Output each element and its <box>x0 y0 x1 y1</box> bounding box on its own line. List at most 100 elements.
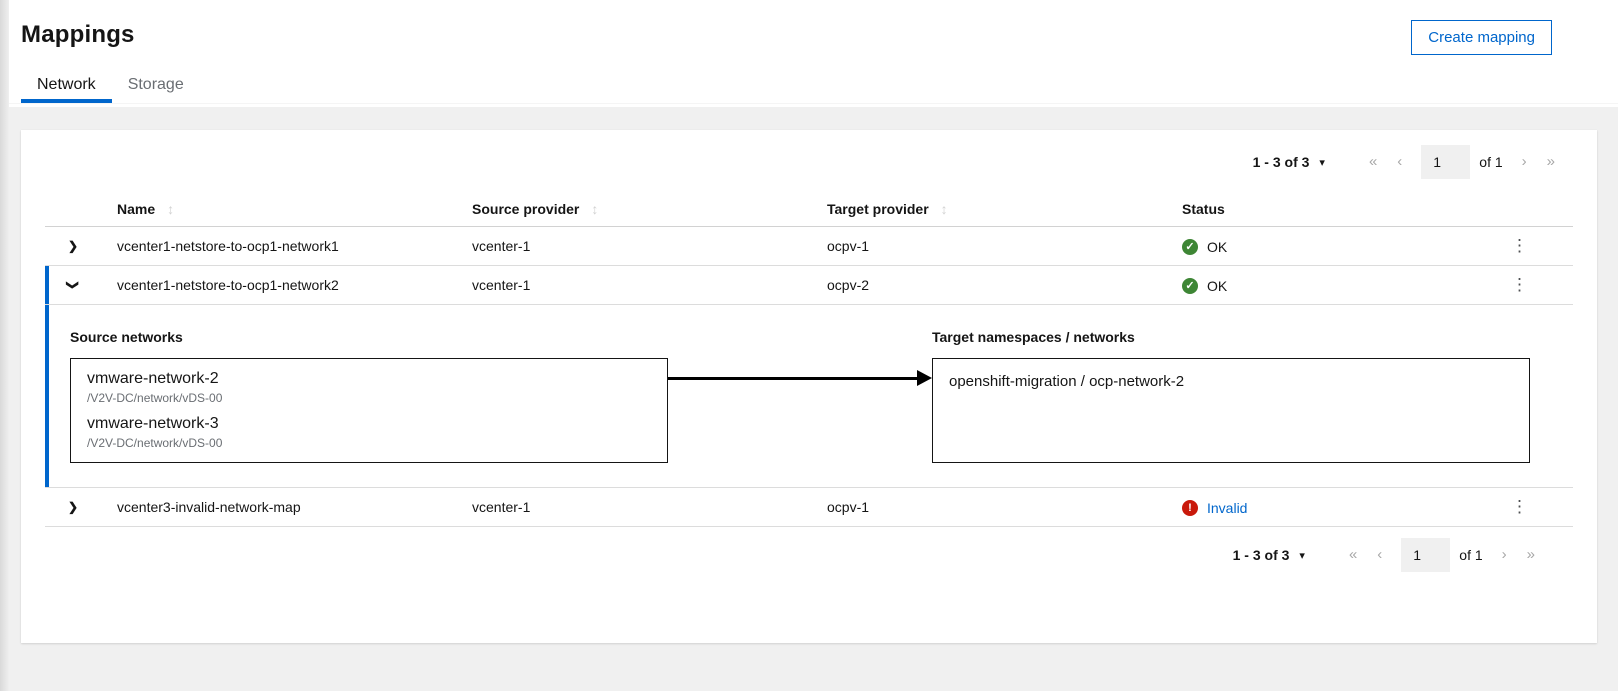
kebab-icon: ⋮ <box>1511 236 1528 255</box>
source-networks-box: vmware-network-2 /V2V-DC/network/vDS-00 … <box>70 358 668 463</box>
current-page-input[interactable] <box>1421 145 1471 179</box>
row-kebab-menu-button[interactable]: ⋮ <box>1501 496 1538 518</box>
current-page-input[interactable] <box>1401 538 1451 572</box>
column-header-name[interactable]: Name↕ <box>101 191 456 227</box>
check-circle-icon: ✓ <box>1182 278 1198 295</box>
source-network-item: vmware-network-2 /V2V-DC/network/vDS-00 <box>87 369 651 405</box>
create-mapping-button[interactable]: Create mapping <box>1411 20 1552 55</box>
table-header-row: Name↕ Source provider↕ Target provider↕ … <box>45 191 1573 227</box>
angle-right-icon: › <box>1521 153 1527 170</box>
angle-right-icon: › <box>1501 546 1507 563</box>
bottom-toolbar: 1 - 3 of 3 ▾ « ‹ of 1 › » <box>21 527 1597 572</box>
angle-double-left-icon: « <box>1368 153 1378 170</box>
page-total-label: of 1 <box>1459 547 1483 563</box>
source-network-item: vmware-network-3 /V2V-DC/network/vDS-00 <box>87 414 651 450</box>
pagination-range-menu[interactable]: 1 - 3 of 3 ▾ <box>1225 541 1313 569</box>
target-networks-box: openshift-migration / ocp-network-2 <box>932 358 1530 463</box>
target-network-value: openshift-migration / ocp-network-2 <box>949 373 1185 390</box>
pagination-range-menu[interactable]: 1 - 3 of 3 ▾ <box>1245 148 1333 176</box>
row-kebab-menu-button[interactable]: ⋮ <box>1501 274 1538 296</box>
tab-bar: Network Storage <box>0 68 1618 104</box>
sort-icon[interactable]: ↕ <box>940 201 948 217</box>
source-networks-title: Source networks <box>70 329 183 345</box>
actions-column-header <box>1466 191 1573 227</box>
source-network-name: vmware-network-2 <box>87 370 219 387</box>
source-network-name: vmware-network-3 <box>87 415 219 432</box>
row-kebab-menu-button[interactable]: ⋮ <box>1501 235 1538 257</box>
source-provider: vcenter-1 <box>456 487 811 527</box>
angle-double-right-icon: » <box>1546 153 1555 170</box>
previous-page-button[interactable]: ‹ <box>1387 147 1412 177</box>
next-page-button[interactable]: › <box>1492 540 1517 570</box>
chevron-right-icon: ❯ <box>67 239 79 253</box>
mapping-name: vcenter1-netstore-to-ocp1-network2 <box>101 265 456 305</box>
angle-double-left-icon: « <box>1348 546 1358 563</box>
mapping-name: vcenter1-netstore-to-ocp1-network1 <box>101 226 456 266</box>
target-networks-title: Target namespaces / networks <box>932 329 1135 345</box>
first-page-button[interactable]: « <box>1339 540 1367 570</box>
source-network-path: /V2V-DC/network/vDS-00 <box>87 436 223 450</box>
source-networks-section: Source networks vmware-network-2 /V2V-DC… <box>70 329 668 463</box>
status-label: OK <box>1207 239 1228 256</box>
expand-column-header <box>45 191 101 227</box>
next-page-button[interactable]: › <box>1512 147 1537 177</box>
target-provider: ocpv-1 <box>811 226 1166 266</box>
sort-icon[interactable]: ↕ <box>591 201 599 217</box>
target-networks-section: Target namespaces / networks openshift-m… <box>932 329 1530 463</box>
expand-row-button[interactable]: ❯ <box>58 494 88 520</box>
target-provider: ocpv-1 <box>811 487 1166 527</box>
last-page-button[interactable]: » <box>1517 540 1545 570</box>
tab-storage[interactable]: Storage <box>112 68 200 103</box>
left-edge-shadow <box>0 0 9 691</box>
column-header-status: Status <box>1166 191 1466 227</box>
mappings-card: 1 - 3 of 3 ▾ « ‹ of 1 › » <box>21 130 1597 643</box>
source-provider: vcenter-1 <box>456 265 811 305</box>
status-badge: ✓ OK <box>1182 239 1228 256</box>
kebab-icon: ⋮ <box>1511 275 1528 294</box>
collapse-row-button[interactable]: ❯ <box>58 272 88 298</box>
pagination-range-label: 1 - 3 of 3 <box>1232 547 1290 563</box>
page-body: 1 - 3 of 3 ▾ « ‹ of 1 › » <box>0 107 1618 643</box>
angle-left-icon: ‹ <box>1377 546 1383 563</box>
status-badge: ✓ OK <box>1182 278 1228 295</box>
table-row: ❯ vcenter1-netstore-to-ocp1-network1 vce… <box>45 226 1573 266</box>
mapping-name: vcenter3-invalid-network-map <box>101 487 456 527</box>
mappings-table: Name↕ Source provider↕ Target provider↕ … <box>45 191 1573 527</box>
page-header: Mappings Create mapping Network Storage <box>0 0 1618 107</box>
status-label: OK <box>1207 278 1228 295</box>
invalid-status-link[interactable]: Invalid <box>1207 500 1248 517</box>
page-title: Mappings <box>21 21 135 48</box>
source-network-path: /V2V-DC/network/vDS-00 <box>87 391 223 405</box>
first-page-button[interactable]: « <box>1359 147 1387 177</box>
exclamation-circle-icon: ! <box>1182 500 1198 517</box>
sort-icon[interactable]: ↕ <box>167 201 175 217</box>
check-circle-icon: ✓ <box>1182 239 1198 256</box>
top-toolbar: 1 - 3 of 3 ▾ « ‹ of 1 › » <box>21 130 1597 185</box>
source-provider: vcenter-1 <box>456 226 811 266</box>
bottom-pagination: 1 - 3 of 3 ▾ « ‹ of 1 › » <box>1225 538 1545 572</box>
table-row: ❯ vcenter3-invalid-network-map vcenter-1… <box>45 487 1573 527</box>
kebab-icon: ⋮ <box>1511 497 1528 516</box>
status-badge: ! Invalid <box>1182 500 1248 517</box>
page-total-label: of 1 <box>1479 154 1503 170</box>
mapping-arrow-area <box>668 329 932 463</box>
mapping-arrow <box>668 370 932 386</box>
table-row-expanded: ❯ vcenter1-netstore-to-ocp1-network2 vce… <box>45 265 1573 305</box>
caret-down-icon: ▾ <box>1299 549 1305 562</box>
expand-row-button[interactable]: ❯ <box>58 233 88 259</box>
target-provider: ocpv-2 <box>811 265 1166 305</box>
angle-double-right-icon: » <box>1526 546 1535 563</box>
angle-left-icon: ‹ <box>1397 153 1403 170</box>
pagination-range-label: 1 - 3 of 3 <box>1252 154 1310 170</box>
row-expansion-panel: Source networks vmware-network-2 /V2V-DC… <box>45 304 1573 488</box>
previous-page-button[interactable]: ‹ <box>1367 540 1392 570</box>
arrow-head-icon <box>917 370 932 386</box>
chevron-right-icon: ❯ <box>67 500 79 514</box>
column-header-target-provider[interactable]: Target provider↕ <box>811 191 1166 227</box>
chevron-down-icon: ❯ <box>66 279 80 291</box>
tab-network[interactable]: Network <box>21 68 112 103</box>
column-header-source-provider[interactable]: Source provider↕ <box>456 191 811 227</box>
last-page-button[interactable]: » <box>1537 147 1565 177</box>
top-pagination: 1 - 3 of 3 ▾ « ‹ of 1 › » <box>1245 145 1565 179</box>
caret-down-icon: ▾ <box>1319 156 1325 169</box>
